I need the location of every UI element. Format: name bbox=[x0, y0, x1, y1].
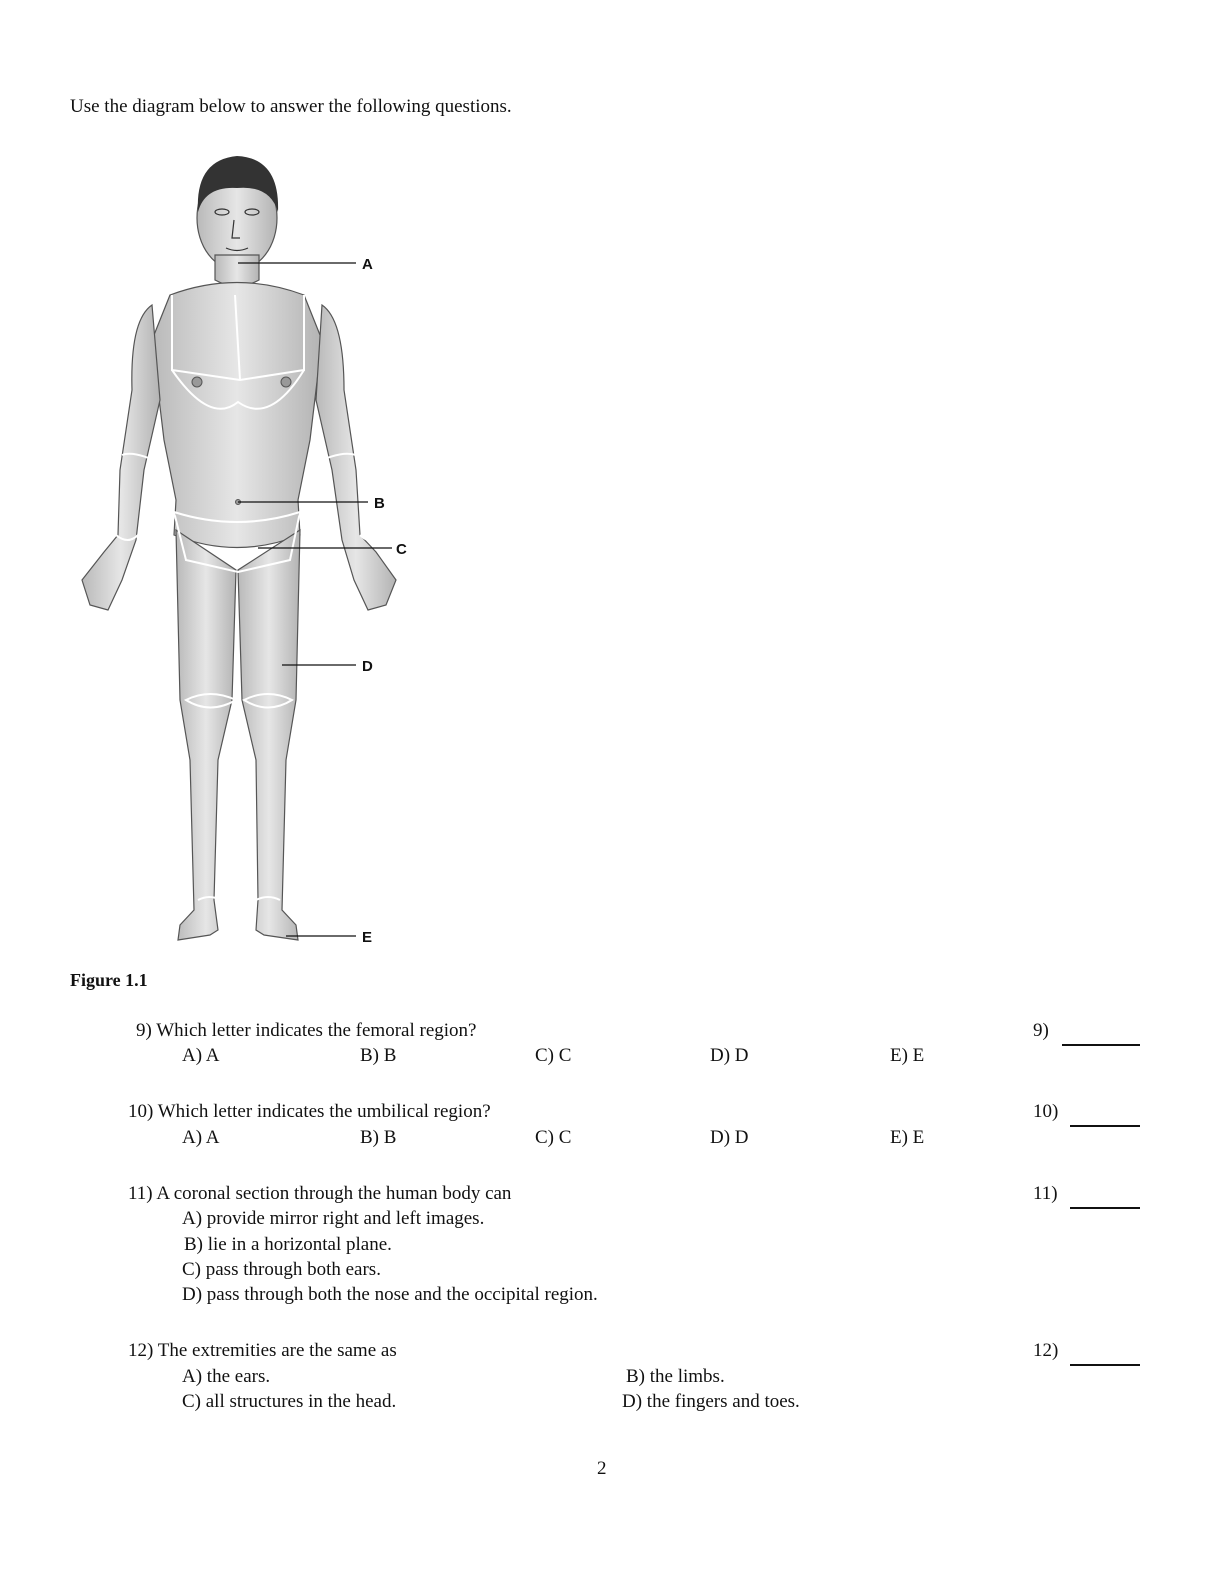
option-12a: A) the ears. bbox=[182, 1366, 271, 1387]
question-text: Which letter indicates the femoral regio… bbox=[156, 1020, 477, 1041]
body-silhouette bbox=[81, 165, 397, 941]
option-11c: C) pass through both ears. bbox=[182, 1259, 381, 1280]
question-text: A coronal section through the human body… bbox=[156, 1183, 512, 1204]
page-number: 2 bbox=[597, 1458, 607, 1479]
question-number: 10) bbox=[128, 1101, 154, 1122]
option-9b: B) B bbox=[360, 1045, 397, 1066]
option-12c: C) all structures in the head. bbox=[182, 1391, 397, 1412]
instructions-text: Use the diagram below to answer the foll… bbox=[70, 96, 512, 117]
answer-blank-9[interactable] bbox=[1062, 1044, 1140, 1046]
question-12: 12) The extremities are the same as bbox=[128, 1340, 397, 1362]
answer-number-9: 9) bbox=[1033, 1020, 1049, 1041]
question-11: 11) A coronal section through the human … bbox=[128, 1183, 511, 1205]
answer-blank-11[interactable] bbox=[1070, 1207, 1140, 1209]
question-number: 11) bbox=[128, 1183, 153, 1204]
question-text: The extremities are the same as bbox=[157, 1340, 397, 1361]
option-9e: E) E bbox=[890, 1045, 925, 1066]
option-9a: A) A bbox=[182, 1045, 220, 1066]
human-body-diagram: A B C D E bbox=[81, 156, 407, 946]
anatomy-figure: A B C D E bbox=[60, 140, 420, 960]
question-text: Which letter indicates the umbilical reg… bbox=[157, 1101, 491, 1122]
question-10: 10) Which letter indicates the umbilical… bbox=[128, 1101, 491, 1123]
answer-blank-12[interactable] bbox=[1070, 1364, 1140, 1366]
option-9d: D) D bbox=[710, 1045, 749, 1066]
region-boundaries bbox=[115, 294, 379, 901]
option-10a: A) A bbox=[182, 1127, 220, 1148]
answer-blank-10[interactable] bbox=[1070, 1125, 1140, 1127]
question-number: 9) bbox=[136, 1020, 152, 1041]
label-b: B bbox=[374, 495, 385, 512]
option-11b: B) lie in a horizontal plane. bbox=[184, 1234, 392, 1255]
option-12d: D) the fingers and toes. bbox=[622, 1391, 800, 1412]
option-10d: D) D bbox=[710, 1127, 749, 1148]
answer-number-10: 10) bbox=[1033, 1101, 1059, 1122]
option-9c: C) C bbox=[535, 1045, 572, 1066]
option-10b: B) B bbox=[360, 1127, 397, 1148]
label-d: D bbox=[362, 658, 373, 675]
hair bbox=[197, 156, 279, 212]
answer-number-12: 12) bbox=[1033, 1340, 1059, 1361]
face-features bbox=[214, 208, 260, 252]
leader-lines bbox=[238, 262, 392, 937]
figure-caption: Figure 1.1 bbox=[70, 970, 148, 990]
label-a: A bbox=[362, 256, 373, 273]
option-10c: C) C bbox=[535, 1127, 572, 1148]
option-12b: B) the limbs. bbox=[626, 1366, 725, 1387]
option-11a: A) provide mirror right and left images. bbox=[182, 1208, 485, 1229]
label-c: C bbox=[396, 541, 407, 558]
option-10e: E) E bbox=[890, 1127, 925, 1148]
question-9: 9) Which letter indicates the femoral re… bbox=[136, 1020, 476, 1042]
label-e: E bbox=[362, 929, 372, 946]
answer-number-11: 11) bbox=[1033, 1183, 1058, 1204]
figure-labels: A B C D E bbox=[362, 256, 407, 946]
option-11d: D) pass through both the nose and the oc… bbox=[182, 1284, 598, 1305]
question-number: 12) bbox=[128, 1340, 154, 1361]
